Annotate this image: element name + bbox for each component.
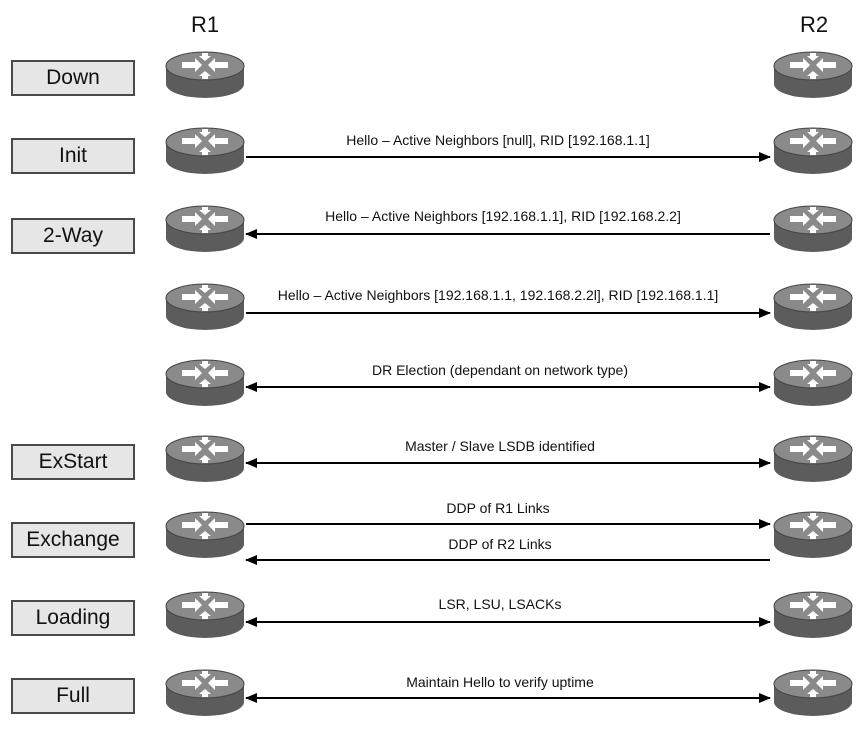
message-maintain-hello: Maintain Hello to verify uptime <box>406 674 594 690</box>
router-r2-icon <box>773 591 853 639</box>
router-r2-icon <box>773 283 853 331</box>
router-r1-icon <box>165 51 245 99</box>
message-hello-r1-neighbor: Hello – Active Neighbors [192.168.1.1], … <box>325 208 681 224</box>
state-full: Full <box>11 678 135 714</box>
router-r2-icon <box>773 359 853 407</box>
message-dr-election: DR Election (dependant on network type) <box>371 362 629 378</box>
router-r1-icon <box>165 591 245 639</box>
router-r1-icon <box>165 511 245 559</box>
router-r1-icon <box>165 435 245 483</box>
router-r1-icon <box>165 283 245 331</box>
state-loading: Loading <box>11 600 135 636</box>
message-lsr-lsu-lsacks: LSR, LSU, LSACKs <box>438 596 562 612</box>
router-r1-icon <box>165 205 245 253</box>
router-r2-icon <box>773 127 853 175</box>
state-exstart: ExStart <box>11 444 135 480</box>
message-hello-null: Hello – Active Neighbors [null], RID [19… <box>346 132 650 148</box>
router-r2-icon <box>773 511 853 559</box>
router-r1-icon <box>165 669 245 717</box>
message-ddp-r2: DDP of R2 Links <box>448 536 552 552</box>
router-r1-icon <box>165 359 245 407</box>
message-master-slave: Master / Slave LSDB identified <box>405 438 595 454</box>
state-exchange: Exchange <box>11 522 135 558</box>
router-r2-icon <box>773 205 853 253</box>
state-down: Down <box>11 60 135 96</box>
router-r1-icon <box>165 127 245 175</box>
router-r2-icon <box>773 669 853 717</box>
message-hello-both: Hello – Active Neighbors [192.168.1.1, 1… <box>277 287 719 303</box>
router-r2-icon <box>773 435 853 483</box>
router-r2-icon <box>773 51 853 99</box>
router-r1-label: R1 <box>191 12 220 37</box>
state-2-way: 2-Way <box>11 218 135 254</box>
state-init: Init <box>11 138 135 174</box>
router-r2-label: R2 <box>800 12 829 37</box>
message-ddp-r1: DDP of R1 Links <box>446 500 550 516</box>
